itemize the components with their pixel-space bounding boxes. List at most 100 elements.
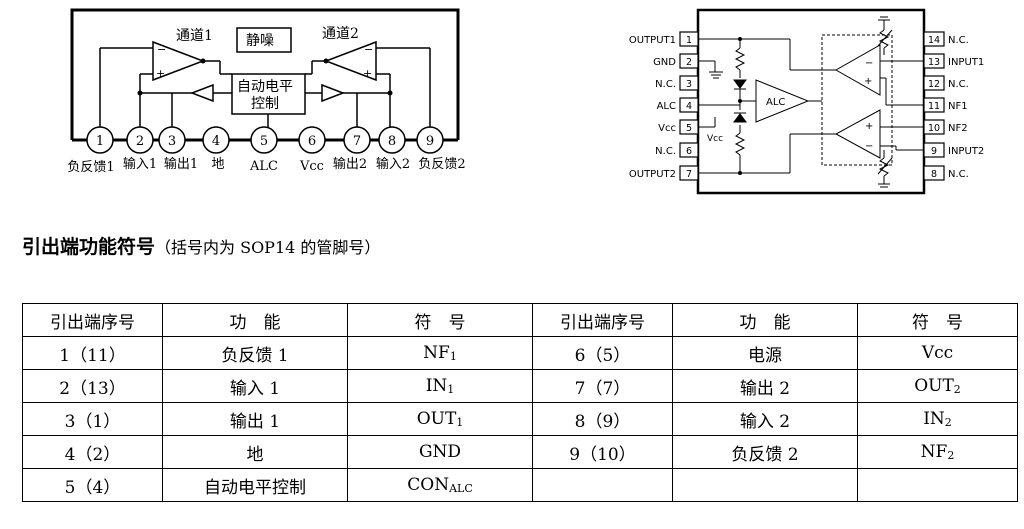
sop-pin-label: NF1 — [948, 101, 968, 112]
bd-pin-label: 负反馈1 — [67, 160, 114, 175]
svg-text:+: + — [363, 67, 372, 80]
svg-text:+: + — [864, 76, 872, 87]
cell-subscript: 2 — [947, 449, 955, 462]
alc-box-label-2: 控制 — [251, 96, 279, 112]
table-cell: 4（2） — [22, 435, 163, 469]
table-cell: 9（10） — [532, 435, 673, 469]
cell-text: NF — [920, 442, 948, 462]
column-header: 功 能 — [672, 303, 858, 337]
static-box-label: 静噪 — [246, 33, 274, 49]
cell-text: IN — [923, 409, 945, 429]
cell-text: 6（5） — [574, 345, 631, 366]
table-cell: Vcc — [857, 336, 1018, 370]
cell-text: 3（1） — [64, 411, 121, 432]
table-cell — [857, 468, 1018, 502]
sop-pin-num: 2 — [686, 57, 692, 68]
cell-text: 4（2） — [64, 444, 121, 465]
sop-pin-label: OUTPUT2 — [629, 169, 676, 180]
table-cell: CONALC — [347, 468, 533, 502]
sop-pin-label: Vcc — [658, 123, 676, 134]
sop-pin-num: 1 — [686, 35, 692, 46]
table-cell: 自动电平控制 — [162, 468, 348, 502]
cell-text: 自动电平控制 — [204, 477, 306, 498]
sop-pin-label: INPUT2 — [948, 146, 984, 157]
bd-pin-label: 负反馈2 — [418, 157, 465, 172]
sop-pin-label: N.C. — [948, 79, 969, 90]
cell-text: 8（9） — [574, 411, 631, 432]
cell-text: 输入 1 — [229, 378, 281, 399]
sop-pin-num: 5 — [686, 123, 692, 134]
table-cell: 3（1） — [22, 402, 163, 436]
table-cell: NF1 — [347, 336, 533, 370]
cell-subscript: 1 — [456, 416, 464, 429]
channel1-label: 通道1 — [176, 28, 213, 44]
amplifier-2 — [323, 40, 377, 82]
sop-pin-num: 10 — [928, 123, 940, 134]
sop-pin-label: INPUT1 — [948, 57, 984, 68]
channel2-label: 通道2 — [322, 26, 359, 42]
table-cell: 8（9） — [532, 402, 673, 436]
table-cell: 输入 1 — [162, 369, 348, 403]
cell-text: IN — [425, 376, 448, 396]
table-cell: 负反馈 2 — [672, 435, 858, 469]
cell-text: 输出 2 — [739, 378, 791, 399]
table-cell: 负反馈 1 — [162, 336, 348, 370]
sop-pin-num: 7 — [686, 169, 692, 180]
table-cell: OUT2 — [857, 369, 1018, 403]
cell-subscript: 2 — [944, 416, 952, 429]
bd-pin-label: Vcc — [299, 159, 324, 174]
cell-text: 7（7） — [574, 378, 631, 399]
table-cell: NF2 — [857, 435, 1018, 469]
svg-text:−: − — [364, 43, 373, 56]
svg-text:−: − — [157, 43, 166, 56]
table-cell: GND — [347, 435, 533, 469]
sop-pin-label: N.C. — [655, 79, 676, 90]
sop14-diagram: − + + − 1 2 3 4 5 6 7 14 13 12 11 10 9 8… — [629, 8, 984, 195]
bd-pin-label: 输出1 — [164, 156, 198, 172]
sop-pin-num: 3 — [686, 79, 692, 90]
static-box — [236, 27, 292, 53]
bd-pin-num: 3 — [168, 134, 176, 149]
table-cell: 输入 2 — [672, 402, 858, 436]
sop-pin-label: ALC — [657, 101, 676, 112]
cell-text: 负反馈 1 — [221, 345, 289, 366]
bd-pin-num: 5 — [260, 134, 268, 149]
table-header-row: 引出端序号功 能符 号引出端序号功 能符 号 — [22, 303, 1018, 337]
table-row: 5（4） 自动电平控制 CONALC — [22, 468, 1018, 502]
cell-text: Vcc — [921, 343, 954, 363]
table-cell: 电源 — [672, 336, 858, 370]
cell-text: CON — [407, 475, 450, 495]
section-heading: 引出端功能符号（括号内为 SOP14 的管脚号） — [22, 232, 380, 259]
table-cell — [532, 468, 673, 502]
table-cell: OUT1 — [347, 402, 533, 436]
column-header: 功 能 — [162, 303, 348, 337]
cell-text: 2（13） — [59, 378, 126, 399]
sop-vcc-label: Vcc — [707, 134, 723, 144]
sop-pin-num: 9 — [931, 146, 937, 157]
cell-text: 地 — [246, 444, 264, 465]
sop-pin-label: NF2 — [948, 123, 968, 134]
column-header: 符 号 — [347, 303, 533, 337]
column-header: 引出端序号 — [22, 303, 163, 337]
cell-text: 输出 1 — [229, 411, 281, 432]
cell-text: NF — [423, 343, 450, 363]
table-cell: 7（7） — [532, 369, 673, 403]
bd-pin-num: 6 — [308, 134, 316, 149]
cell-subscript: 1 — [449, 350, 457, 363]
table-cell: 输出 1 — [162, 402, 348, 436]
bd-pin-num: 2 — [136, 134, 144, 149]
table-cell: 2（13） — [22, 369, 163, 403]
table-cell: 6（5） — [532, 336, 673, 370]
sop-pin-num: 12 — [928, 79, 940, 90]
sop-pin-num: 8 — [931, 169, 937, 180]
alc-box-label-1: 自动电平 — [237, 79, 293, 95]
sop-pin-num: 14 — [928, 35, 940, 46]
sop-pin-label: N.C. — [948, 169, 969, 180]
bd-pin-label: 地 — [211, 157, 224, 172]
cell-subscript: 1 — [447, 383, 455, 396]
table-cell: 5（4） — [22, 468, 163, 502]
column-header: 引出端序号 — [532, 303, 673, 337]
table-cell: IN2 — [857, 402, 1018, 436]
